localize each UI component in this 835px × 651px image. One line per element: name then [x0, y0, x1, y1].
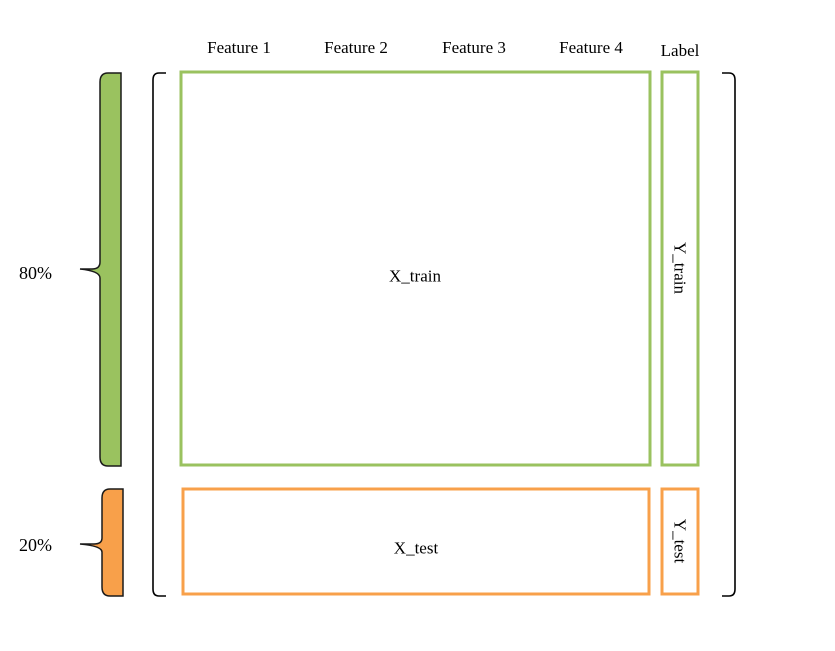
y-train-box: [660, 70, 700, 467]
test-split-brace: [79, 488, 124, 597]
train-percent: 80%: [19, 263, 52, 283]
feature-3-header: Feature 3: [442, 38, 506, 57]
y-train-label: Y_train: [670, 242, 690, 294]
y-test-label: Y_test: [670, 518, 690, 564]
test-percent: 20%: [19, 535, 52, 555]
dataset-right-bracket: [722, 72, 736, 597]
feature-2-header: Feature 2: [324, 38, 388, 57]
x-test-label: X_test: [393, 538, 439, 558]
x-train-box: [179, 70, 652, 467]
x-test-box: [181, 487, 651, 596]
feature-4-header: Feature 4: [559, 38, 623, 57]
x-train-label: X_train: [389, 266, 441, 286]
feature-1-header: Feature 1: [207, 38, 271, 57]
train-split-brace: [79, 72, 122, 467]
y-test-box: [660, 487, 700, 596]
label-header: Label: [660, 41, 700, 60]
dataset-left-bracket: [152, 72, 166, 597]
